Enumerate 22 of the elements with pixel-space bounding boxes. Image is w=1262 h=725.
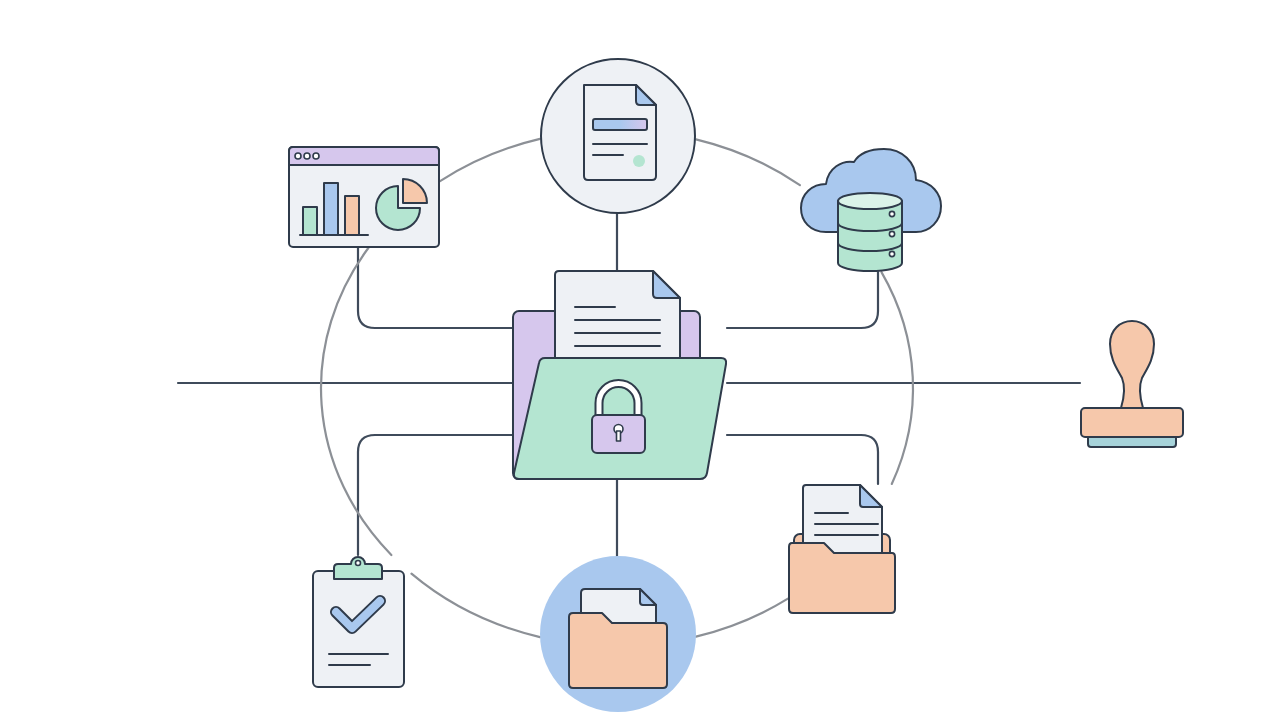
- orbit-arc: [694, 138, 801, 187]
- folder-icon: [540, 556, 696, 712]
- orbit-arc: [880, 271, 915, 486]
- connector-line: [725, 270, 880, 330]
- connector-line: [356, 433, 514, 557]
- connector-line: [615, 212, 619, 272]
- orbit-arc: [439, 137, 542, 183]
- connector-line: [356, 246, 514, 330]
- document-icon: [540, 58, 696, 214]
- cloud-database-icon: [800, 148, 942, 272]
- clipboard-check-icon: [312, 555, 405, 688]
- connector-line: [725, 381, 1082, 385]
- locked-folder-icon: [512, 270, 727, 480]
- orbit-arc: [320, 246, 393, 557]
- connector-line: [615, 478, 619, 558]
- folder-document-icon: [788, 484, 896, 614]
- orbit-arc: [694, 597, 789, 638]
- stamp-icon: [1080, 320, 1184, 448]
- chart-dashboard-icon: [288, 146, 440, 248]
- connector-line: [176, 381, 514, 385]
- orbit-arc: [410, 572, 542, 639]
- connector-line: [725, 433, 880, 486]
